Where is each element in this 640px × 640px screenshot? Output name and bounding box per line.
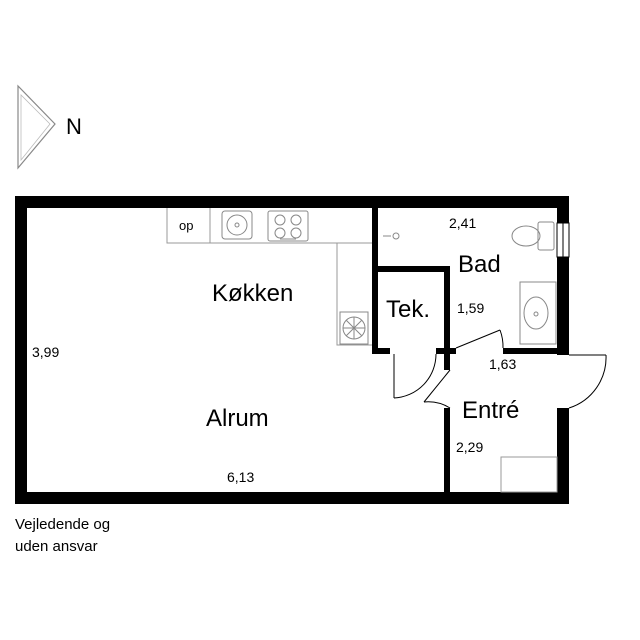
dimension-bath-width: 2,41: [449, 215, 477, 231]
room-label-technical: Tek.: [386, 296, 431, 323]
dimension-bath-height: 1,59: [457, 300, 485, 316]
dimension-entry-width: 1,63: [489, 356, 517, 372]
tek-door: [393, 353, 437, 399]
bath-door: [455, 329, 504, 349]
dimension-entry-height: 2,29: [456, 439, 484, 455]
sink-icon: [221, 210, 253, 240]
entry-inner-door: [423, 369, 451, 409]
disclaimer-line-1: Vejledende og: [15, 516, 111, 533]
room-label-living: Alrum: [206, 405, 269, 432]
disclaimer-line-2: uden ansvar: [15, 538, 98, 555]
room-label-kitchen: Køkken: [212, 280, 294, 307]
shower-drain-icon: [383, 232, 400, 240]
kitchen-fixture-label: op: [179, 218, 194, 233]
outer-walls: [15, 196, 569, 504]
compass-label: N: [66, 114, 82, 139]
north-arrow-icon: [17, 84, 56, 170]
stove-icon: [267, 210, 309, 242]
kitchen-counter: [166, 208, 372, 346]
room-label-entry: Entré: [462, 397, 520, 424]
front-door: [568, 354, 607, 409]
interior-walls: [372, 208, 559, 498]
dimension-living-height: 3,99: [32, 344, 60, 360]
fan-icon: [339, 311, 369, 345]
bath-window: [556, 222, 570, 258]
entry-closet: [500, 456, 558, 493]
toilet-icon: [511, 221, 555, 251]
room-label-bath: Bad: [458, 251, 501, 278]
disclaimer: Vejledende og uden ansvar: [15, 514, 110, 558]
dimension-living-width: 6,13: [227, 469, 255, 485]
washbasin-icon: [519, 281, 557, 345]
